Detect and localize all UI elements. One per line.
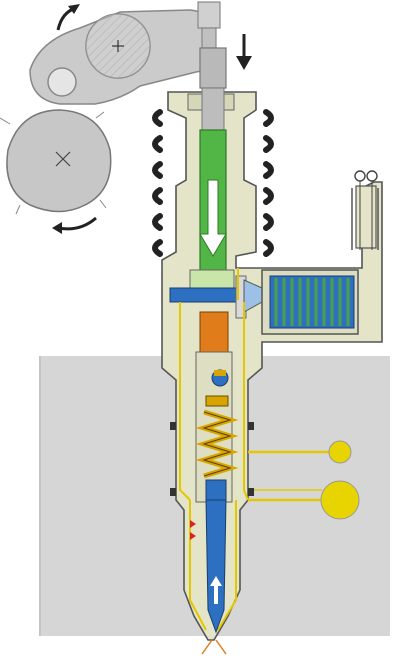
fuel-return-port: [320, 480, 360, 520]
high-pressure-chamber: [189, 269, 235, 291]
needle-up-arrow: [210, 576, 222, 604]
nozzle-spring: [195, 395, 239, 479]
camshaft-lobe: [0, 109, 112, 215]
rocker-rotation-arrowhead: [68, 4, 80, 14]
nozzle-spray: [201, 639, 227, 655]
pressure-marks: [190, 520, 196, 540]
cam-rotation-arrow: [57, 216, 97, 231]
cam-rotation-arrowhead: [52, 222, 62, 234]
rocker-down-arrow: [236, 34, 252, 70]
electrical-connector: [351, 170, 379, 250]
pump-plunger: [199, 87, 227, 283]
fuel-supply-line: [248, 440, 352, 464]
connector-pin-1: [354, 170, 366, 182]
adjusting-screw: [197, 1, 221, 29]
rocker-arm: [29, 1, 221, 105]
nozzle-needle: [205, 479, 227, 634]
fuel-supply-port: [328, 440, 352, 464]
seal-rings: [170, 422, 254, 496]
connector-pin-2: [366, 170, 378, 182]
rocker-roller: [47, 67, 77, 97]
solenoid-coil: [261, 269, 359, 335]
spill-valve-block: [199, 311, 229, 353]
plunger-down-arrow: [199, 179, 227, 257]
return-spring: [152, 109, 274, 257]
fuel-return-line: [248, 480, 360, 520]
tappet: [199, 47, 227, 89]
